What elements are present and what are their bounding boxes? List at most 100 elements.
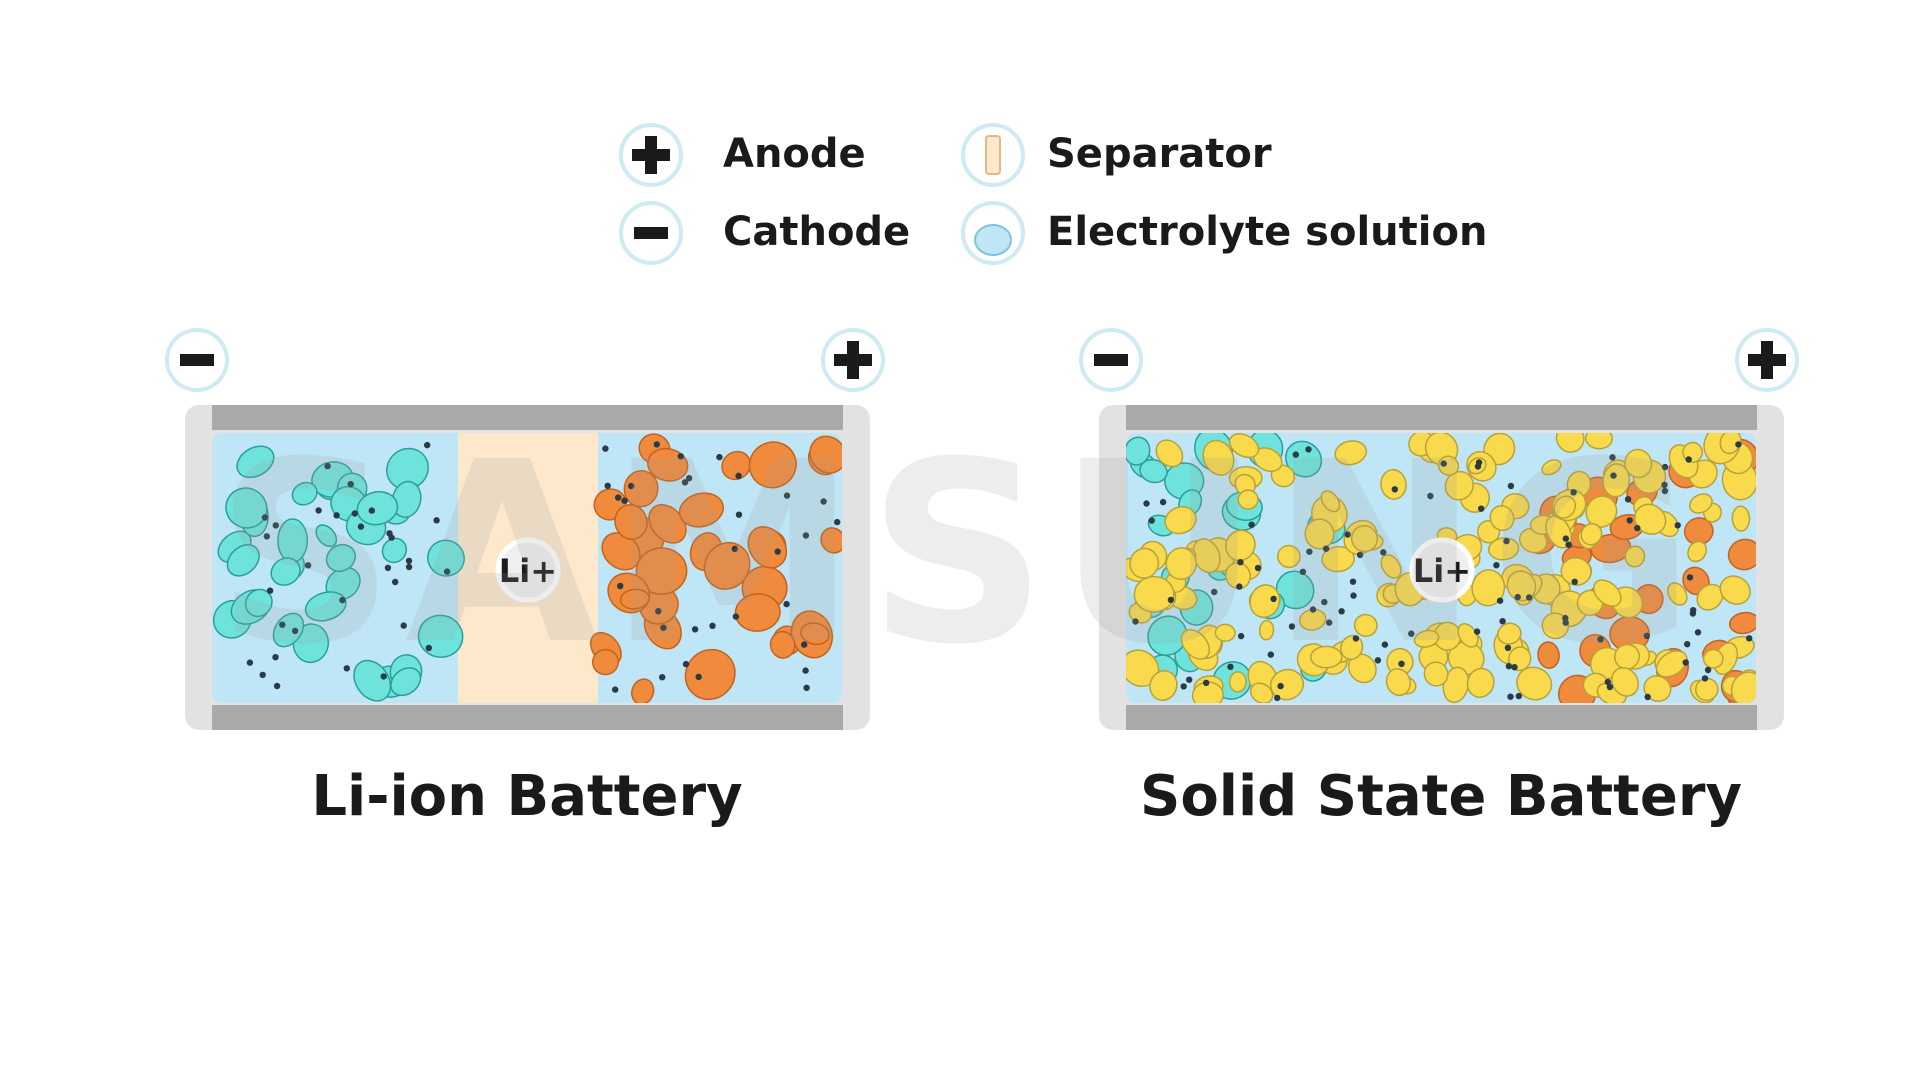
electrolyte-dot	[659, 674, 666, 681]
cathode-particle	[748, 441, 797, 489]
electrolyte-dot	[357, 523, 365, 530]
electrolyte-dot	[266, 587, 274, 594]
electrolyte-dot	[261, 514, 269, 521]
electrolyte-dot	[801, 641, 808, 648]
solid-electrolyte-particle	[1202, 439, 1235, 476]
electrolyte-dot	[783, 492, 791, 499]
electrolyte-dot	[1496, 597, 1504, 604]
solid-electrolyte-particle	[1555, 433, 1585, 453]
electrolyte-dot	[1306, 548, 1313, 555]
legend-electrolyte-label: Electrolyte solution	[1047, 209, 1487, 255]
electrolyte-dot	[677, 453, 684, 460]
solid-electrolyte-particle	[1353, 613, 1378, 637]
solid-electrolyte-particle	[1385, 668, 1412, 697]
electrolyte-dot	[803, 684, 810, 691]
plus-icon	[619, 123, 683, 187]
electrolyte-dot	[682, 660, 690, 668]
cathode-particle	[820, 527, 842, 554]
electrolyte-dot	[731, 545, 738, 552]
anode-particle	[315, 524, 338, 548]
electrolyte-dot	[1159, 498, 1167, 506]
solid-electrolyte-particle	[1541, 459, 1562, 476]
electrolyte-dot	[1624, 496, 1632, 503]
liion-ion: Li+	[495, 537, 561, 603]
solid-electrolyte-particle	[1321, 545, 1355, 573]
solid-electrolyte-particle	[1258, 619, 1275, 641]
electrolyte-dot	[291, 627, 299, 635]
cathode-particle	[614, 504, 648, 540]
anode-particle	[270, 557, 301, 586]
solid-electrolyte-particle	[1269, 668, 1305, 701]
electrolyte-dot	[1148, 517, 1155, 524]
electrolyte-dot	[617, 582, 624, 590]
electrolyte-dot	[1514, 593, 1521, 601]
cathode-particle	[591, 648, 620, 676]
electrolyte-dot	[615, 494, 622, 501]
electrolyte-dot	[339, 596, 346, 604]
solid-electrolyte-particle	[1634, 503, 1667, 535]
electrolyte-dot	[681, 479, 689, 486]
electrolyte-dot	[433, 517, 440, 524]
electrolyte-dot	[380, 673, 387, 680]
solid-electrolyte-particle	[1334, 440, 1367, 466]
electrolyte-dot	[1597, 636, 1604, 643]
electrolyte-dot	[774, 548, 781, 555]
electrolyte-dot	[1689, 610, 1697, 617]
electrolyte-dot	[1349, 578, 1357, 585]
solid-electrolyte-particle	[1224, 562, 1252, 590]
electrolyte-dot	[1474, 463, 1482, 470]
anode-particle	[325, 543, 357, 573]
electrolyte-dot	[272, 654, 279, 661]
legend-separator-label: Separator	[1047, 131, 1272, 177]
electrolyte-dot	[1562, 614, 1569, 622]
solid-electrolyte-particle	[1655, 650, 1688, 678]
legend-cathode-label: Cathode	[723, 209, 910, 255]
solid-electrolyte-particle	[1489, 505, 1515, 532]
solid-electrolyte-particle	[1304, 518, 1335, 550]
electrolyte-dot	[1626, 517, 1633, 524]
electrolyte-dot	[1381, 641, 1389, 648]
solid-positive-terminal	[1735, 328, 1799, 392]
electrolyte-dot	[1398, 660, 1405, 667]
legend: Anode Cathode Separator Electrolyte solu…	[619, 123, 1487, 265]
cathode-particle	[678, 492, 724, 528]
electrolyte-dot	[1661, 481, 1668, 489]
electrolyte-dot	[1237, 632, 1245, 640]
solid-electrolyte-particle	[1214, 623, 1236, 642]
electrolyte-dot	[1440, 460, 1447, 467]
electrolyte-dot	[1503, 537, 1510, 545]
electrolyte-dot	[1380, 549, 1387, 556]
anode-particle	[353, 659, 392, 702]
solid-electrolyte-particle	[1611, 666, 1639, 697]
electrolyte-dot	[1344, 531, 1351, 538]
solid-electrolyte-dots	[1132, 441, 1753, 702]
electrolyte-dot	[1746, 635, 1753, 642]
electrolyte-dot	[1270, 595, 1277, 603]
legend-item-cathode: Cathode	[619, 201, 910, 265]
electrolyte-dot	[1350, 592, 1357, 599]
electrolyte-dot	[834, 518, 841, 526]
electrolyte-dot	[1277, 682, 1284, 690]
watermark: SAMSUNG	[215, 408, 1705, 699]
electrolyte-dot	[1299, 568, 1307, 575]
electrolyte-dot	[1562, 535, 1570, 542]
electrolyte-dot	[732, 613, 740, 620]
solid-electrolyte-particle	[1602, 463, 1631, 498]
solid-electrolyte-particle	[1584, 433, 1614, 450]
cathode-particle	[721, 450, 752, 481]
electrolyte-dot	[716, 453, 723, 461]
electrolyte-dot	[1338, 608, 1345, 615]
electrolyte-dot	[1701, 675, 1709, 682]
electrolyte-dot	[1132, 618, 1139, 625]
cathode-particle	[1537, 641, 1560, 669]
solid-electrolyte-particle	[1497, 622, 1522, 645]
electrolyte-dot	[1305, 446, 1312, 453]
solid-electrolyte-particle	[1155, 439, 1184, 468]
solid-state-battery: Li+ Solid State Battery	[1079, 328, 1799, 829]
electrolyte-dot	[388, 534, 395, 541]
solid-electrolyte-particle	[1225, 529, 1256, 562]
electrolyte-dot	[1661, 487, 1669, 495]
solid-electrolyte-particle	[1592, 579, 1622, 607]
anode-particle	[390, 667, 422, 697]
